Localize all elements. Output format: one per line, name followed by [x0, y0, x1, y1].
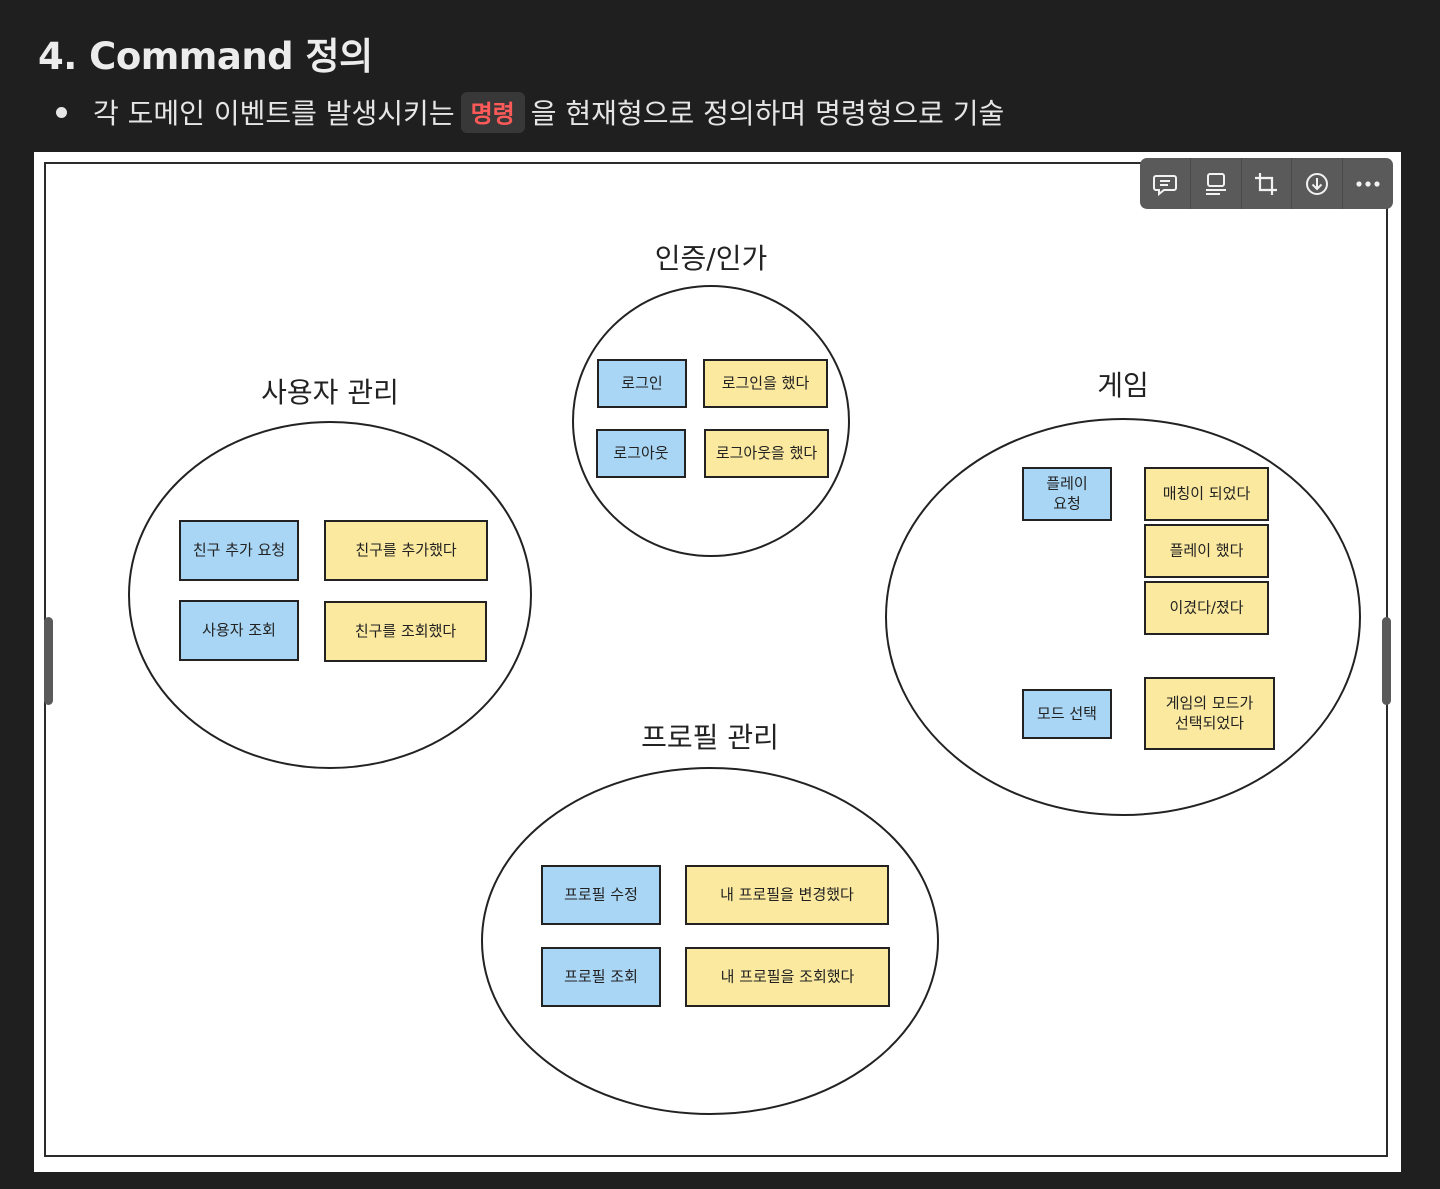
image-toolbar: [1140, 158, 1393, 209]
crop-icon: [1255, 172, 1278, 195]
bullet-dot: [56, 106, 67, 118]
caption-icon: [1205, 172, 1226, 195]
more-icon: [1356, 180, 1380, 187]
resize-handle-right[interactable]: [1382, 617, 1391, 705]
diagram-canvas-border: [44, 162, 1388, 1157]
download-icon: [1306, 172, 1329, 195]
bullet-item: 각 도메인 이벤트를 발생시키는 명령 을 현재형으로 정의하며 명령형으로 기…: [54, 91, 1005, 133]
caption-button[interactable]: [1191, 158, 1242, 209]
crop-button[interactable]: [1242, 158, 1293, 209]
inline-code: 명령: [460, 91, 525, 133]
resize-handle-left[interactable]: [44, 617, 53, 705]
page-heading: 4. Command 정의: [38, 35, 373, 78]
comment-icon: [1152, 174, 1177, 196]
more-button[interactable]: [1343, 158, 1393, 209]
bullet-text-before: 각 도메인 이벤트를 발생시키는: [93, 97, 455, 130]
download-button[interactable]: [1292, 158, 1344, 209]
comment-button[interactable]: [1140, 158, 1191, 209]
bullet-text-after: 을 현재형으로 정의하며 명령형으로 기술: [530, 97, 1005, 130]
